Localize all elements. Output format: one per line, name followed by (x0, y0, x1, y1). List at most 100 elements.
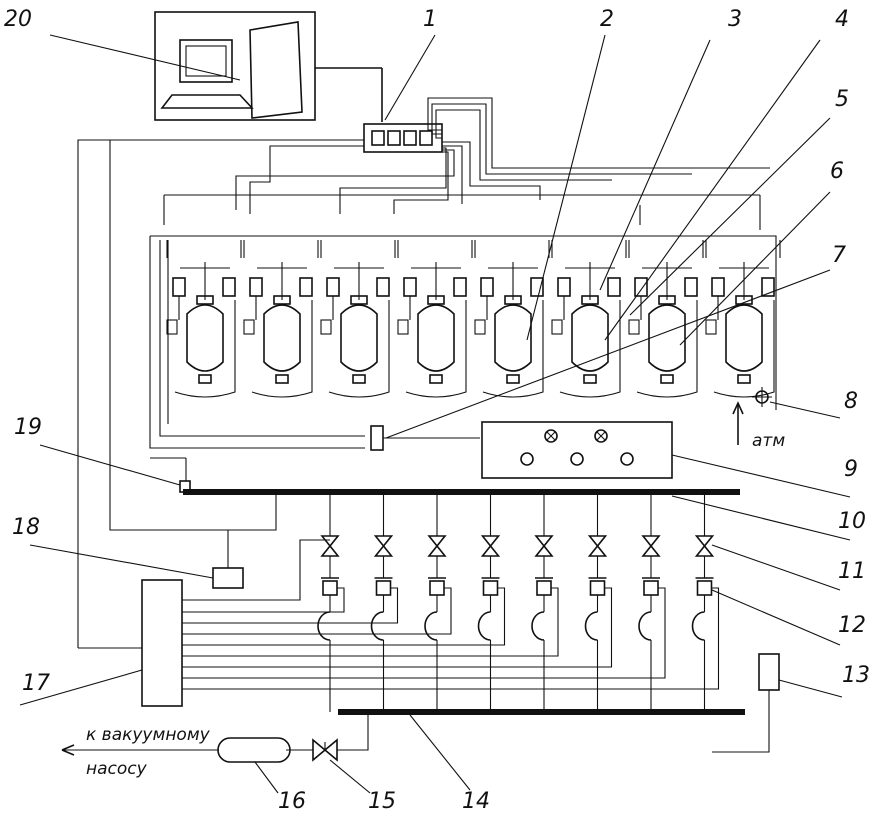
test-chamber (628, 240, 704, 398)
chamber-return-line (405, 300, 467, 398)
valve-assembly (182, 495, 666, 712)
valve-assembly (182, 495, 399, 712)
shutoff-valve (480, 535, 501, 557)
side-sensor (628, 319, 640, 335)
chamber-neck (350, 295, 368, 305)
signal-wire (182, 587, 399, 624)
label-12: 12 (838, 613, 866, 638)
label-9: 9 (844, 457, 858, 482)
chamber-body (417, 304, 455, 372)
small-valve (403, 277, 417, 297)
small-valve (299, 277, 313, 297)
chamber-line (320, 240, 396, 258)
small-valve (326, 277, 340, 297)
chamber-body (725, 304, 763, 372)
chamber-outlet (429, 374, 443, 384)
chamber-outlet (275, 374, 289, 384)
signal-wire (182, 539, 330, 601)
chamber-line (243, 240, 319, 258)
side-sensor (320, 319, 332, 335)
lower-manifold (337, 709, 745, 751)
flexible-hose (424, 611, 438, 641)
flexible-hose (691, 611, 705, 641)
chamber-body (186, 304, 224, 372)
valve-assembly (182, 495, 452, 712)
chamber-return-line (174, 300, 236, 398)
chamber-outlet (198, 374, 212, 384)
small-valve (634, 277, 648, 297)
signal-wire (182, 587, 506, 646)
small-valve (557, 277, 571, 297)
chamber-line (474, 240, 550, 258)
flexible-hose (584, 611, 598, 641)
shutoff-valve (427, 535, 447, 557)
side-sensor (551, 319, 563, 335)
chamber-line (397, 240, 473, 258)
label-13: 13 (842, 663, 870, 688)
test-chamber (166, 240, 242, 398)
small-valve (530, 277, 544, 297)
vacuum-sensor (589, 580, 606, 596)
label-15: 15 (368, 789, 396, 814)
label-17: 17 (22, 671, 50, 696)
chamber-return-line (559, 300, 621, 398)
caption-to-pump-2: насосу (86, 759, 148, 779)
control-block (78, 579, 183, 707)
signal-wire (182, 587, 613, 668)
label-2: 2 (600, 7, 614, 32)
test-chamber (551, 240, 627, 398)
vacuum-sensor (429, 580, 445, 596)
flexible-hose (477, 611, 491, 641)
chamber-outlet (737, 374, 751, 384)
flexible-hose (317, 611, 331, 641)
label-20: 20 (4, 7, 32, 32)
shutoff-valve (320, 535, 340, 557)
flexible-hose (531, 611, 545, 641)
chamber-neck (658, 295, 676, 305)
vacuum-sensor (322, 580, 338, 596)
control-wires (182, 539, 330, 601)
caption-to-pump-1: к вакуумному (86, 725, 211, 745)
chamber-body (263, 304, 301, 372)
flexible-hose (638, 611, 652, 641)
valve-assembly (182, 495, 345, 712)
small-valve (453, 277, 467, 297)
label-5: 5 (835, 87, 849, 112)
label-8: 8 (844, 389, 858, 414)
pressure-sensor (370, 425, 480, 451)
atmosphere-inlet (732, 387, 772, 445)
upper-manifold (150, 457, 740, 495)
valve-assembly (182, 495, 613, 712)
leader-lines (19, 34, 851, 794)
chamber-body (648, 304, 686, 372)
chamber-return-line (636, 300, 698, 398)
chamber-neck (581, 295, 599, 305)
valve-assembly (182, 495, 559, 712)
vacuum-sensor (482, 580, 499, 596)
flexible-hose (370, 611, 384, 641)
test-chamber (320, 240, 396, 398)
test-chamber (474, 240, 550, 398)
vacuum-sensor (375, 580, 392, 596)
small-valve (607, 277, 621, 297)
signal-wire (182, 587, 559, 657)
side-sensor (397, 319, 409, 335)
label-14: 14 (462, 789, 490, 814)
chamber-body (494, 304, 532, 372)
test-chamber (243, 240, 319, 398)
gas-manifold (149, 235, 777, 449)
shutoff-valve (641, 535, 661, 557)
chamber-return-line (713, 300, 775, 398)
test-chamber (397, 240, 473, 398)
test-chamber (705, 240, 781, 398)
label-16: 16 (278, 789, 306, 814)
small-valve (376, 277, 390, 297)
small-valve (684, 277, 698, 297)
chamber-outlet (506, 374, 520, 384)
controller-unit (363, 123, 443, 153)
test-chambers (166, 240, 781, 398)
sensor-13 (712, 653, 780, 753)
chamber-outlet (660, 374, 674, 384)
valve-assembly (182, 495, 506, 712)
